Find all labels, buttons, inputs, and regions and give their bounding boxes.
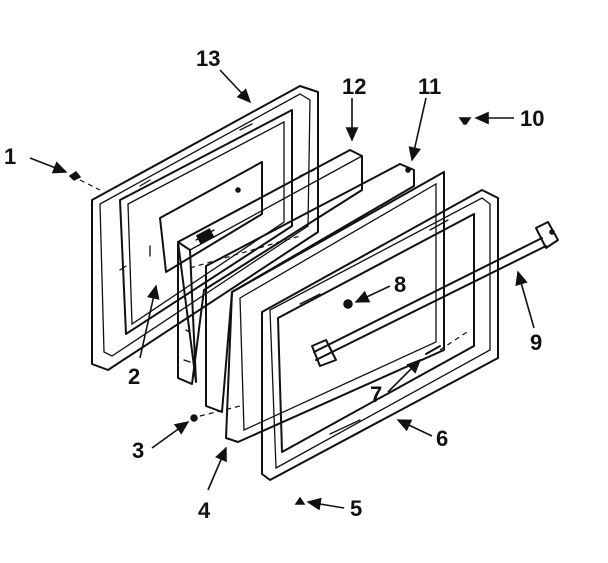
callout-7: 7	[370, 382, 382, 407]
screw-10	[458, 117, 472, 125]
callout-2: 2	[128, 364, 140, 389]
handle-screw	[343, 299, 353, 309]
door-liner	[177, 149, 363, 385]
callout-10: 10	[520, 106, 544, 131]
outer-door-panel	[261, 189, 499, 481]
callout-4: 4	[198, 498, 211, 523]
callout-11: 11	[418, 74, 441, 99]
callout-6: 6	[436, 426, 448, 451]
callout-1: 1	[4, 144, 16, 169]
callout-12: 12	[342, 74, 366, 99]
inner-door-frame	[91, 85, 319, 371]
callout-9: 9	[530, 330, 542, 355]
hinge-clip	[425, 345, 441, 355]
callout-3: 3	[132, 438, 144, 463]
door-glass-panel	[205, 163, 445, 443]
callout-leaders	[29, 69, 535, 511]
screw-5	[294, 496, 306, 505]
callout-5: 5	[350, 496, 362, 521]
callout-13: 13	[196, 46, 220, 71]
alignment-lines	[79, 179, 471, 417]
door-handle	[311, 221, 559, 367]
callout-8: 8	[394, 272, 406, 297]
screw-1	[68, 170, 82, 181]
screw-3	[190, 414, 198, 422]
inner-glass-pane	[159, 161, 263, 273]
